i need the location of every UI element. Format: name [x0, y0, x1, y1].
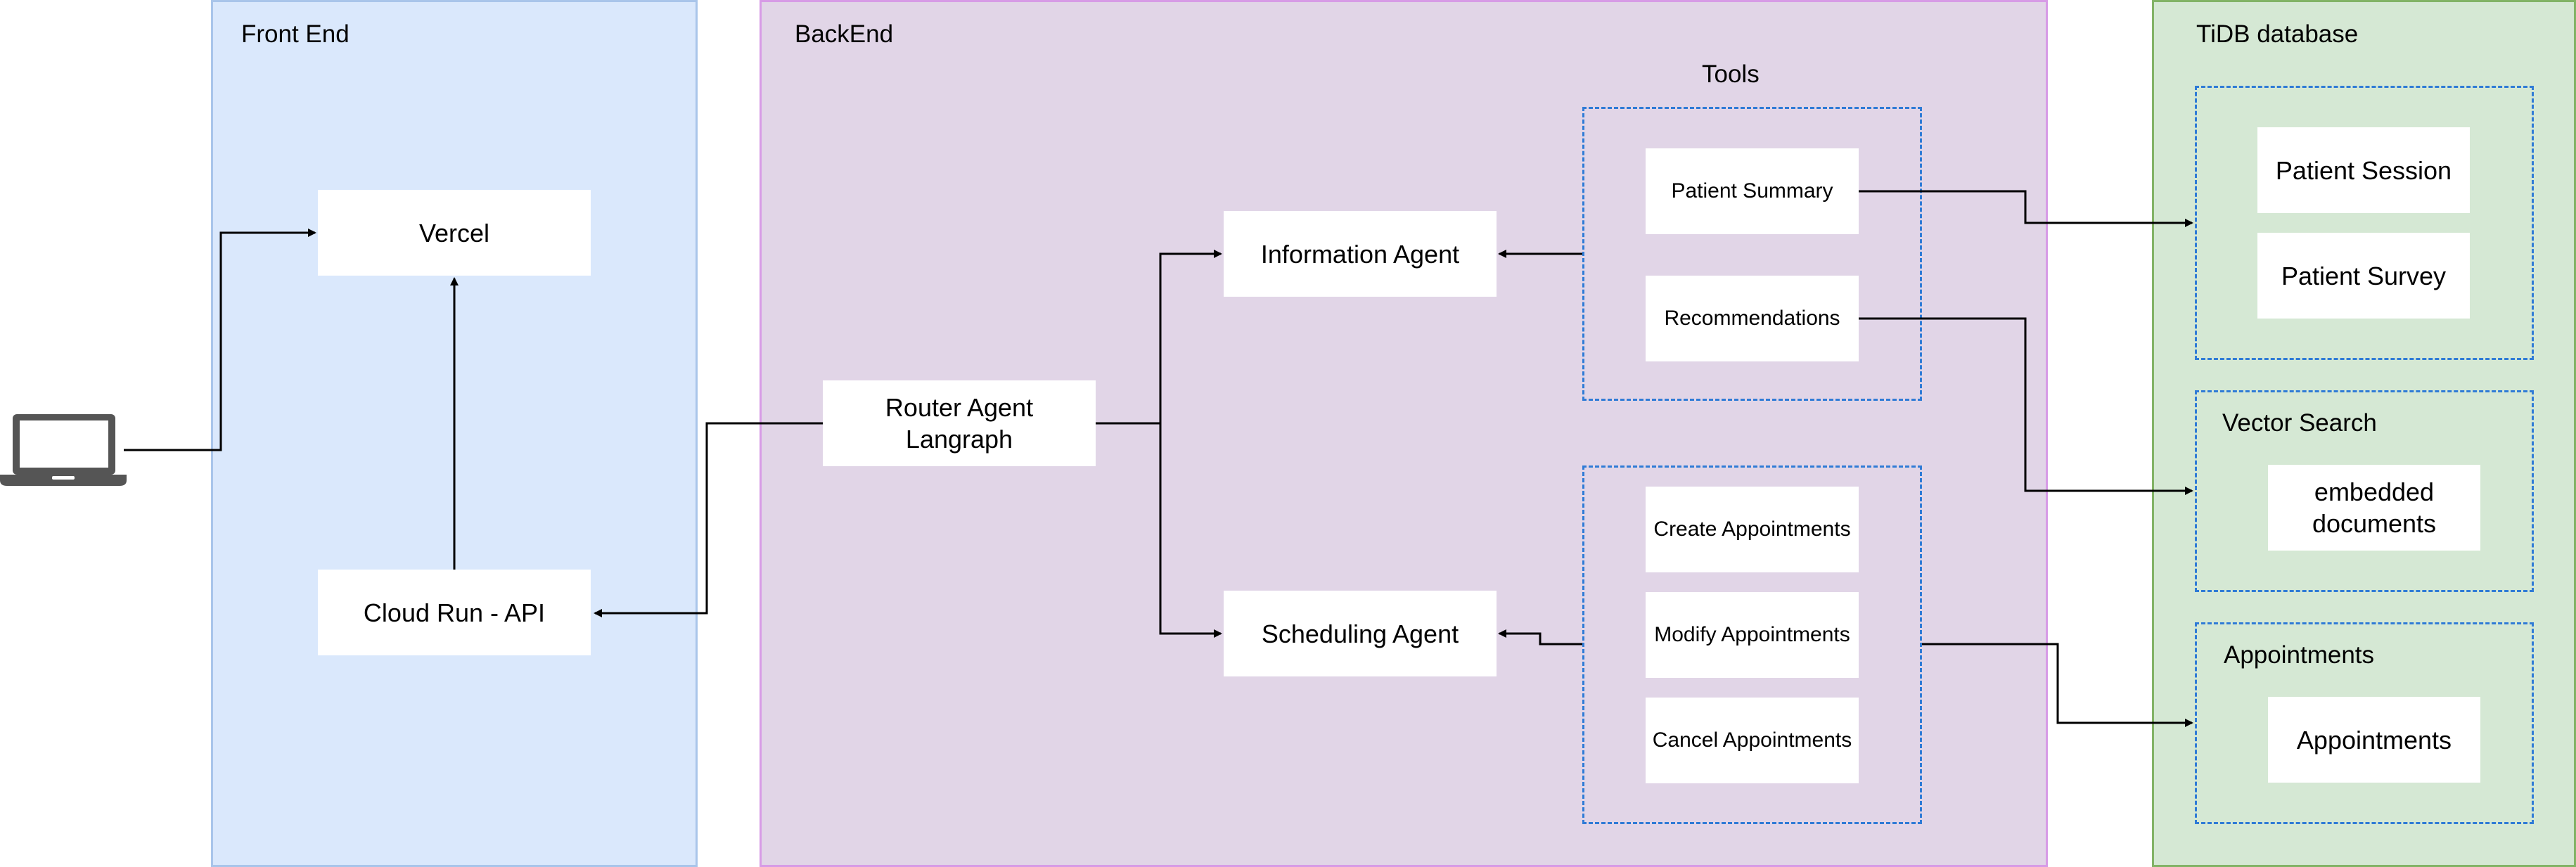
router-agent-label: Router Agent: [885, 393, 1034, 422]
appointments-box: Appointments: [2268, 697, 2480, 783]
recommendations-tool: Recommendations: [1646, 276, 1859, 361]
langraph-label: Langraph: [905, 425, 1013, 454]
embedded-documents-box: embedded documents: [2268, 465, 2480, 551]
frontend-region: Front End: [211, 0, 698, 867]
embedded-label: embedded: [2314, 477, 2435, 506]
patient-data-group: [2195, 86, 2534, 360]
patient-summary-label: Patient Summary: [1671, 179, 1833, 203]
create-appointments-label: Create Appointments: [1653, 518, 1851, 541]
vercel-label: Vercel: [418, 218, 490, 248]
tidb-title: TiDB database: [2196, 20, 2359, 48]
vector-search-group: [2195, 390, 2534, 592]
router-agent-box: Router Agent Langraph: [823, 380, 1096, 466]
patient-survey-label: Patient Survey: [2281, 261, 2447, 290]
appointments-group: [2195, 622, 2534, 824]
vercel-box: Vercel: [318, 190, 591, 276]
modify-appointments-label: Modify Appointments: [1654, 623, 1850, 647]
appointments-group-label: Appointments: [2224, 641, 2375, 669]
patient-session-label: Patient Session: [2275, 155, 2452, 185]
recommendations-label: Recommendations: [1664, 307, 1840, 330]
information-agent-box: Information Agent: [1224, 211, 1497, 297]
tools-label: Tools: [1702, 60, 1760, 88]
patient-survey-box: Patient Survey: [2257, 233, 2470, 319]
scheduling-agent-box: Scheduling Agent: [1224, 591, 1497, 676]
documents-label: documents: [2312, 509, 2437, 538]
scheduling-tools-group: [1582, 465, 1922, 824]
backend-title: BackEnd: [795, 20, 894, 48]
appointments-box-label: Appointments: [2296, 725, 2452, 754]
cancel-appointments-label: Cancel Appointments: [1652, 728, 1852, 752]
patient-session-box: Patient Session: [2257, 127, 2470, 213]
create-appointments-tool: Create Appointments: [1646, 487, 1859, 572]
frontend-title: Front End: [241, 20, 350, 48]
cloud-run-api-label: Cloud Run - API: [363, 598, 546, 627]
info-tools-group: [1582, 107, 1922, 401]
cloud-run-api-box: Cloud Run - API: [318, 570, 591, 655]
cancel-appointments-tool: Cancel Appointments: [1646, 698, 1859, 783]
patient-summary-tool: Patient Summary: [1646, 148, 1859, 234]
vector-search-label: Vector Search: [2222, 409, 2377, 437]
modify-appointments-tool: Modify Appointments: [1646, 592, 1859, 678]
scheduling-agent-label: Scheduling Agent: [1261, 619, 1459, 648]
laptop-icon: [0, 411, 127, 489]
information-agent-label: Information Agent: [1260, 239, 1460, 269]
